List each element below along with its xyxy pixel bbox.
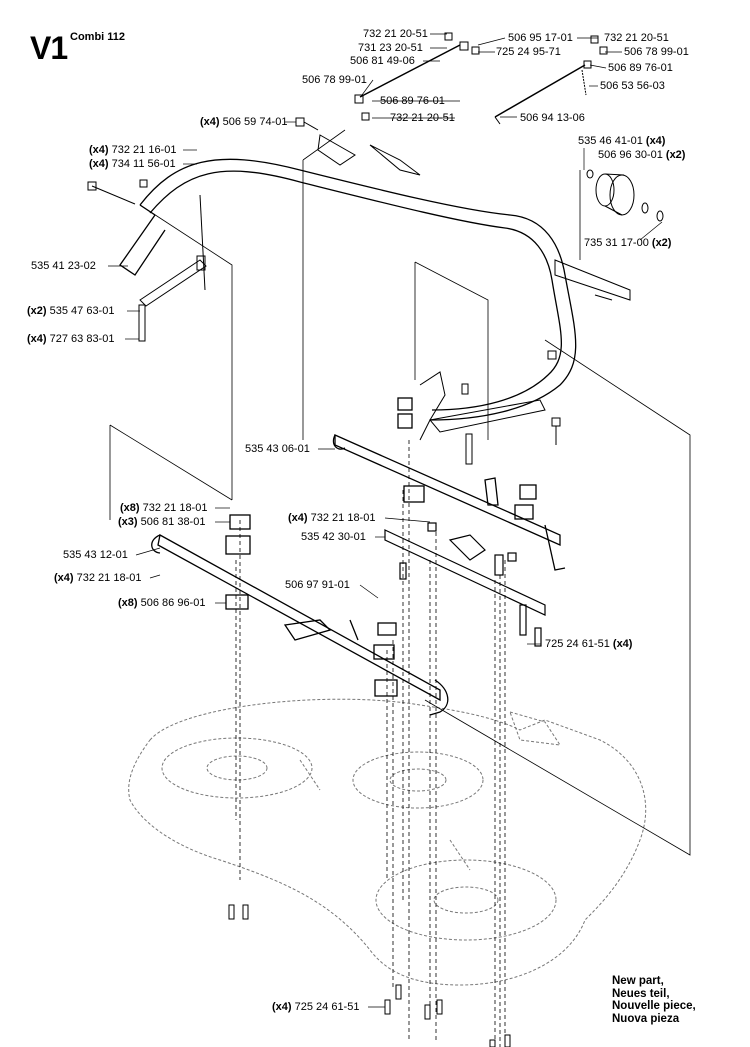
bottom-bolts <box>228 904 511 1047</box>
callout-label: 506 95 17-01 <box>508 32 573 44</box>
callout-label: 506 53 56-03 <box>600 80 665 92</box>
construction-lines <box>109 129 691 856</box>
callout-label: (x4) 725 24 61-51 <box>272 1001 360 1013</box>
suspension-arm-left <box>138 194 207 342</box>
lift-bracket-right <box>419 350 561 465</box>
leader-lines <box>235 440 506 1047</box>
callout-label: 535 41 23-02 <box>31 260 96 272</box>
hoop-bolts <box>87 117 421 205</box>
new-part-note: New part, Neues teil, Nouvelle piece, Nu… <box>612 975 696 1025</box>
callout-label: 535 46 41-01 (x4) <box>578 135 666 147</box>
callout-label: 506 94 13-06 <box>520 112 585 124</box>
callout-label: (x4) 727 63 83-01 <box>27 333 115 345</box>
link-rods <box>354 32 608 125</box>
callout-label: 535 43 12-01 <box>63 549 128 561</box>
callout-label: (x2) 535 47 63-01 <box>27 305 115 317</box>
callout-label: (x8) 732 21 18-01 <box>120 502 208 514</box>
callout-label: 731 23 20-51 <box>358 42 423 54</box>
callout-label: (x4) 732 21 18-01 <box>54 572 142 584</box>
callout-label: (x3) 506 81 38-01 <box>118 516 206 528</box>
callout-label: 535 43 06-01 <box>245 443 310 455</box>
callout-label: (x4) 732 21 16-01 <box>89 144 177 156</box>
callout-label: 735 31 17-00 (x2) <box>584 237 672 249</box>
label-leaders <box>108 33 663 1008</box>
callout-label: 506 89 76-01 <box>608 62 673 74</box>
diagram-code: V1 <box>30 30 68 66</box>
bumper-hoop <box>119 158 577 421</box>
callout-label: 506 89 76-01 <box>380 95 445 107</box>
callout-label: (x4) 506 59 74-01 <box>200 116 288 128</box>
callout-label: 506 96 30-01 (x2) <box>598 149 686 161</box>
callout-label: (x4) 732 21 18-01 <box>288 512 376 524</box>
callout-label: 535 42 30-01 <box>301 531 366 543</box>
callout-label: 732 21 20-51 <box>390 112 455 124</box>
callout-label: 506 97 91-01 <box>285 579 350 591</box>
rear-cross-bar <box>332 397 566 571</box>
callout-label: 725 24 95-71 <box>496 46 561 58</box>
roller-assembly <box>554 169 664 301</box>
callout-label: 506 78 99-01 <box>302 74 367 86</box>
callout-label: (x4) 734 11 56-01 <box>89 158 176 170</box>
front-cross-bar <box>151 514 449 716</box>
callout-label: 725 24 61-51 (x4) <box>545 638 633 650</box>
model-name: Combi 112 <box>70 31 126 43</box>
callout-label: 506 81 49-06 <box>350 55 415 67</box>
callout-label: 732 21 20-51 <box>363 28 428 40</box>
callout-label: (x8) 506 86 96-01 <box>118 597 206 609</box>
callout-label: 732 21 20-51 <box>604 32 669 44</box>
callout-label: 506 78 99-01 <box>624 46 689 58</box>
